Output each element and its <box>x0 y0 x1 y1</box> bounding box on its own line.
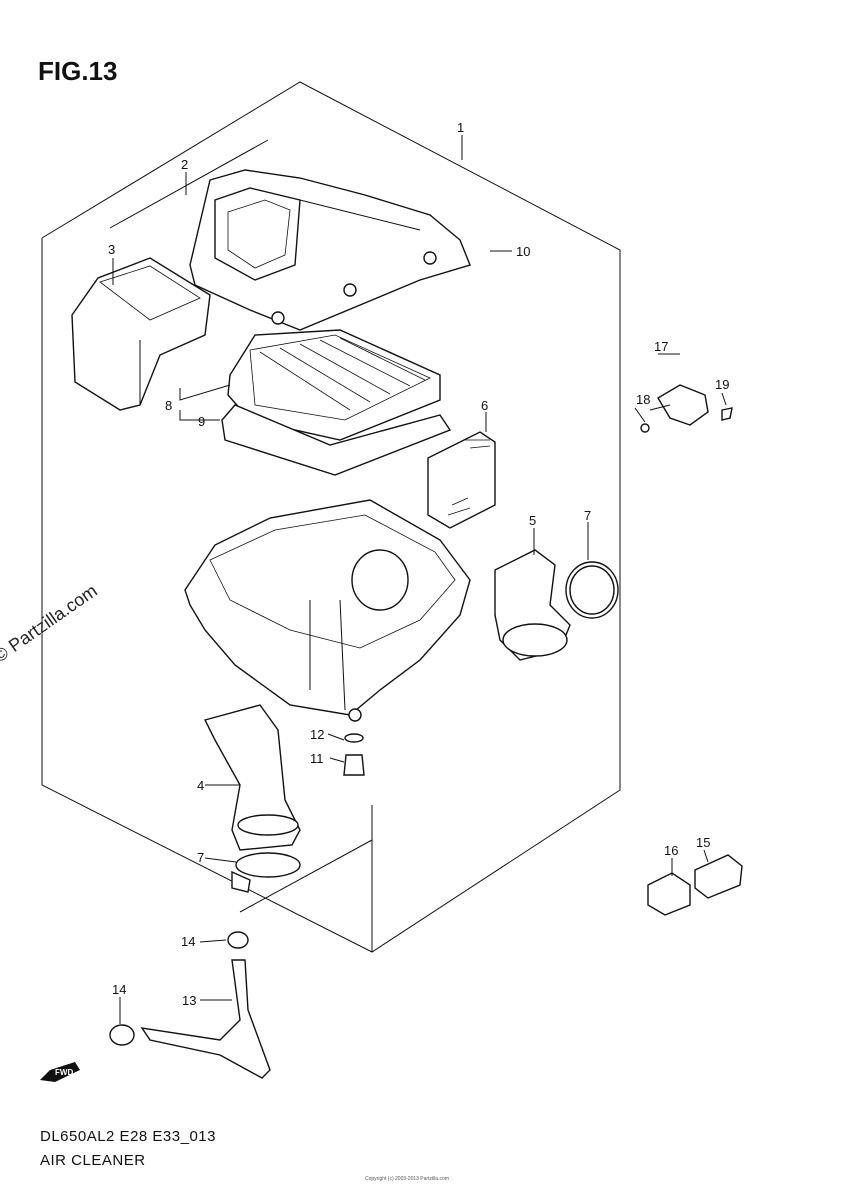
section-name: AIR CLEANER <box>40 1152 146 1169</box>
air-cleaner-cap <box>189 169 471 331</box>
hose-clip-upper <box>227 931 249 949</box>
callout-12: 12 <box>310 727 324 742</box>
callout-10: 10 <box>516 244 530 259</box>
drain-hose <box>140 959 271 1079</box>
callout-9: 9 <box>198 414 205 429</box>
callout-3: 3 <box>108 242 115 257</box>
callout-19: 19 <box>715 377 729 392</box>
callout-7-lower: 7 <box>197 850 204 865</box>
callout-1: 1 <box>457 120 464 135</box>
fwd-label: FWD <box>55 1068 73 1077</box>
model-code: DL650AL2 E28 E33_013 <box>40 1128 216 1145</box>
callout-15: 15 <box>696 835 710 850</box>
connector-housing <box>647 872 691 916</box>
callout-2: 2 <box>181 157 188 172</box>
air-cleaner-case <box>184 499 471 722</box>
intake-duct <box>71 257 211 411</box>
assembly-outline <box>41 81 621 953</box>
figure-title: FIG.13 <box>38 56 118 86</box>
callout-17: 17 <box>654 339 668 354</box>
callout-14-lower: 14 <box>112 982 126 997</box>
crankcase-hose <box>203 704 301 851</box>
drain-plug <box>343 733 365 776</box>
copyright-text: Copyright (c) 2003-2013 Partzilla.com <box>365 1176 449 1182</box>
callout-4: 4 <box>197 778 204 793</box>
callout-5: 5 <box>529 513 536 528</box>
callout-13: 13 <box>182 993 196 1008</box>
callout-6: 6 <box>481 398 488 413</box>
callout-8: 8 <box>165 398 172 413</box>
air-filter-element <box>227 329 441 441</box>
callout-18: 18 <box>636 392 650 407</box>
fwd-arrow: FWD <box>40 1062 80 1082</box>
callout-7-upper: 7 <box>584 508 591 523</box>
hose-clip-lower <box>109 1024 135 1046</box>
hose-clamp-lower <box>231 852 301 893</box>
outlet-tube <box>494 549 571 661</box>
callout-11: 11 <box>310 751 324 766</box>
callout-14-upper: 14 <box>181 934 195 949</box>
leader-lines <box>109 135 727 1024</box>
hose-clamp-upper <box>565 561 619 619</box>
callout-16: 16 <box>664 843 678 858</box>
filter-sponge <box>427 431 496 529</box>
map-sensor <box>694 854 743 899</box>
filter-seal-gasket <box>221 404 452 476</box>
intake-air-temp-sensor <box>640 384 733 433</box>
